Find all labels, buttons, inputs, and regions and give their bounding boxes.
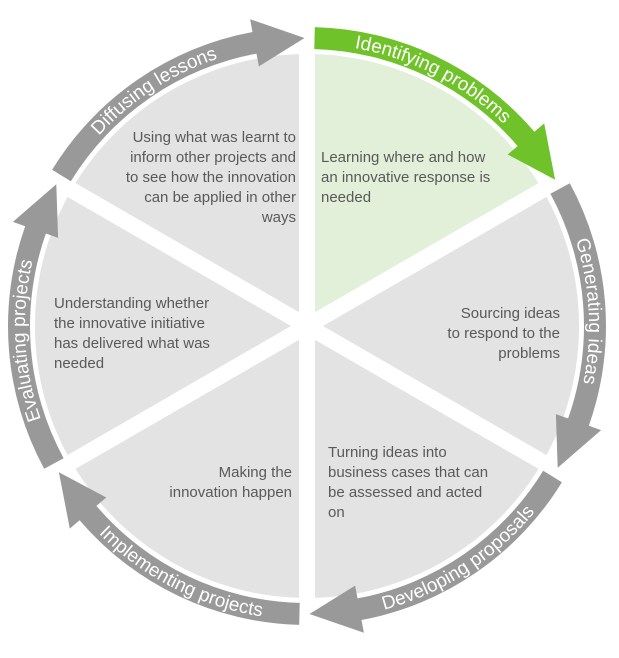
arrow-generating [550,183,606,468]
stage-description-developing: Turning ideas into business cases that c… [328,444,489,521]
stage-description-evaluating: Understanding whether the innovative ini… [54,295,210,372]
arrow-identifying [314,27,556,180]
cycle-arrows [8,19,606,633]
segment-implementing [71,326,308,598]
arrow-developing [309,470,562,633]
stage-description-implementing: Making the innovation happen [169,464,292,501]
divider-line [63,181,551,471]
segment-dividers [63,50,551,602]
stage-description-identifying: Learning where and how an innovative res… [321,149,491,206]
arrow-diffusing [52,19,305,182]
segment-diffusing [71,53,308,326]
arrow-evaluating [8,184,64,469]
segment-identifying [307,53,543,326]
segment-evaluating [34,190,308,462]
cycle-segments [34,53,580,598]
segment-generating [307,190,580,462]
segment-developing [307,326,543,598]
stage-description-diffusing: Using what was learnt to inform other pr… [125,129,296,226]
stage-description-generating: Sourcing ideas to respond to the problem… [447,305,560,362]
arrow-implementing [58,472,300,625]
